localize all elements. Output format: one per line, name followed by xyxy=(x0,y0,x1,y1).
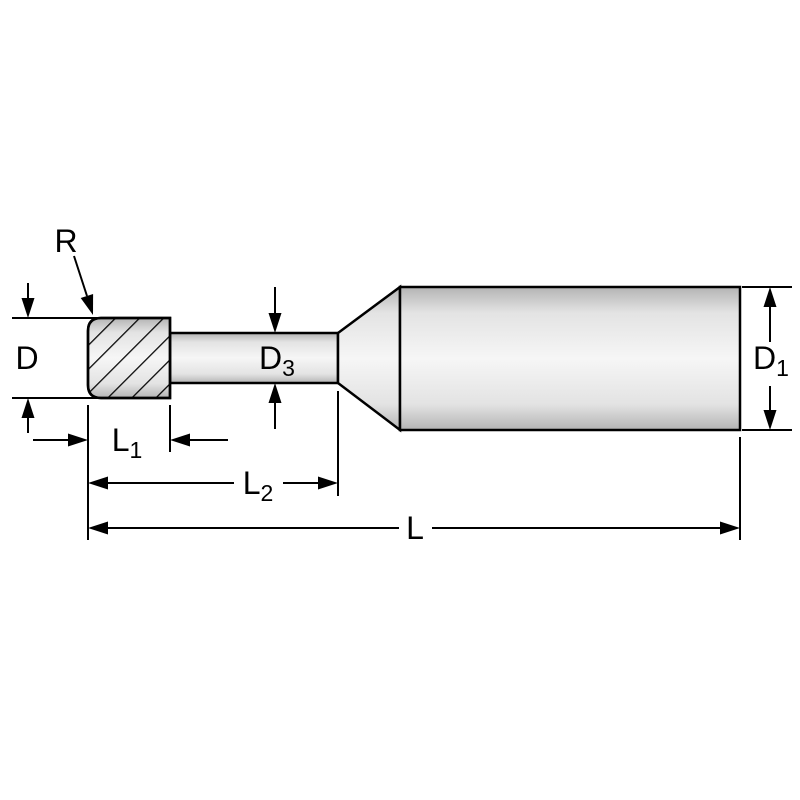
tool-body xyxy=(86,284,742,433)
neck xyxy=(168,331,340,385)
radius-label: R xyxy=(54,223,77,259)
arrowhead-up-icon xyxy=(268,383,282,403)
arrowhead-left-icon xyxy=(88,521,108,535)
length-l2-label: L2 xyxy=(243,465,274,506)
arrowhead-down-icon xyxy=(763,410,777,430)
dimension-d1: D1 xyxy=(742,286,792,431)
arrowhead-right-icon xyxy=(68,433,88,447)
radius-leader-line xyxy=(73,255,88,297)
shank xyxy=(398,285,742,432)
dimension-l2: L2 xyxy=(87,391,339,540)
taper xyxy=(336,284,402,433)
cutter-head-hatching xyxy=(86,316,172,400)
dimension-l1: L1 xyxy=(33,405,228,463)
dimension-d3: D3 xyxy=(259,287,295,429)
arrowhead-left-icon xyxy=(88,476,108,490)
dimension-r: R xyxy=(54,223,94,315)
overall-length-label: L xyxy=(406,510,424,546)
diameter-d-label: D xyxy=(15,340,38,376)
arrowhead-down-icon xyxy=(21,298,35,318)
diameter-d3-label: D3 xyxy=(259,340,295,381)
arrowhead-up-icon xyxy=(21,398,35,418)
arrowhead-up-icon xyxy=(763,287,777,307)
dimension-l: L xyxy=(88,437,741,546)
length-l1-label: L1 xyxy=(112,422,143,463)
arrowhead-right-icon xyxy=(318,476,338,490)
arrowhead-left-icon xyxy=(170,433,190,447)
dimension-d: D xyxy=(12,283,98,433)
arrowhead-right-icon xyxy=(720,521,740,535)
arrowhead-down-icon xyxy=(268,313,282,333)
diameter-d1-label: D1 xyxy=(753,340,789,381)
arrowhead-down-right-icon xyxy=(80,294,94,315)
